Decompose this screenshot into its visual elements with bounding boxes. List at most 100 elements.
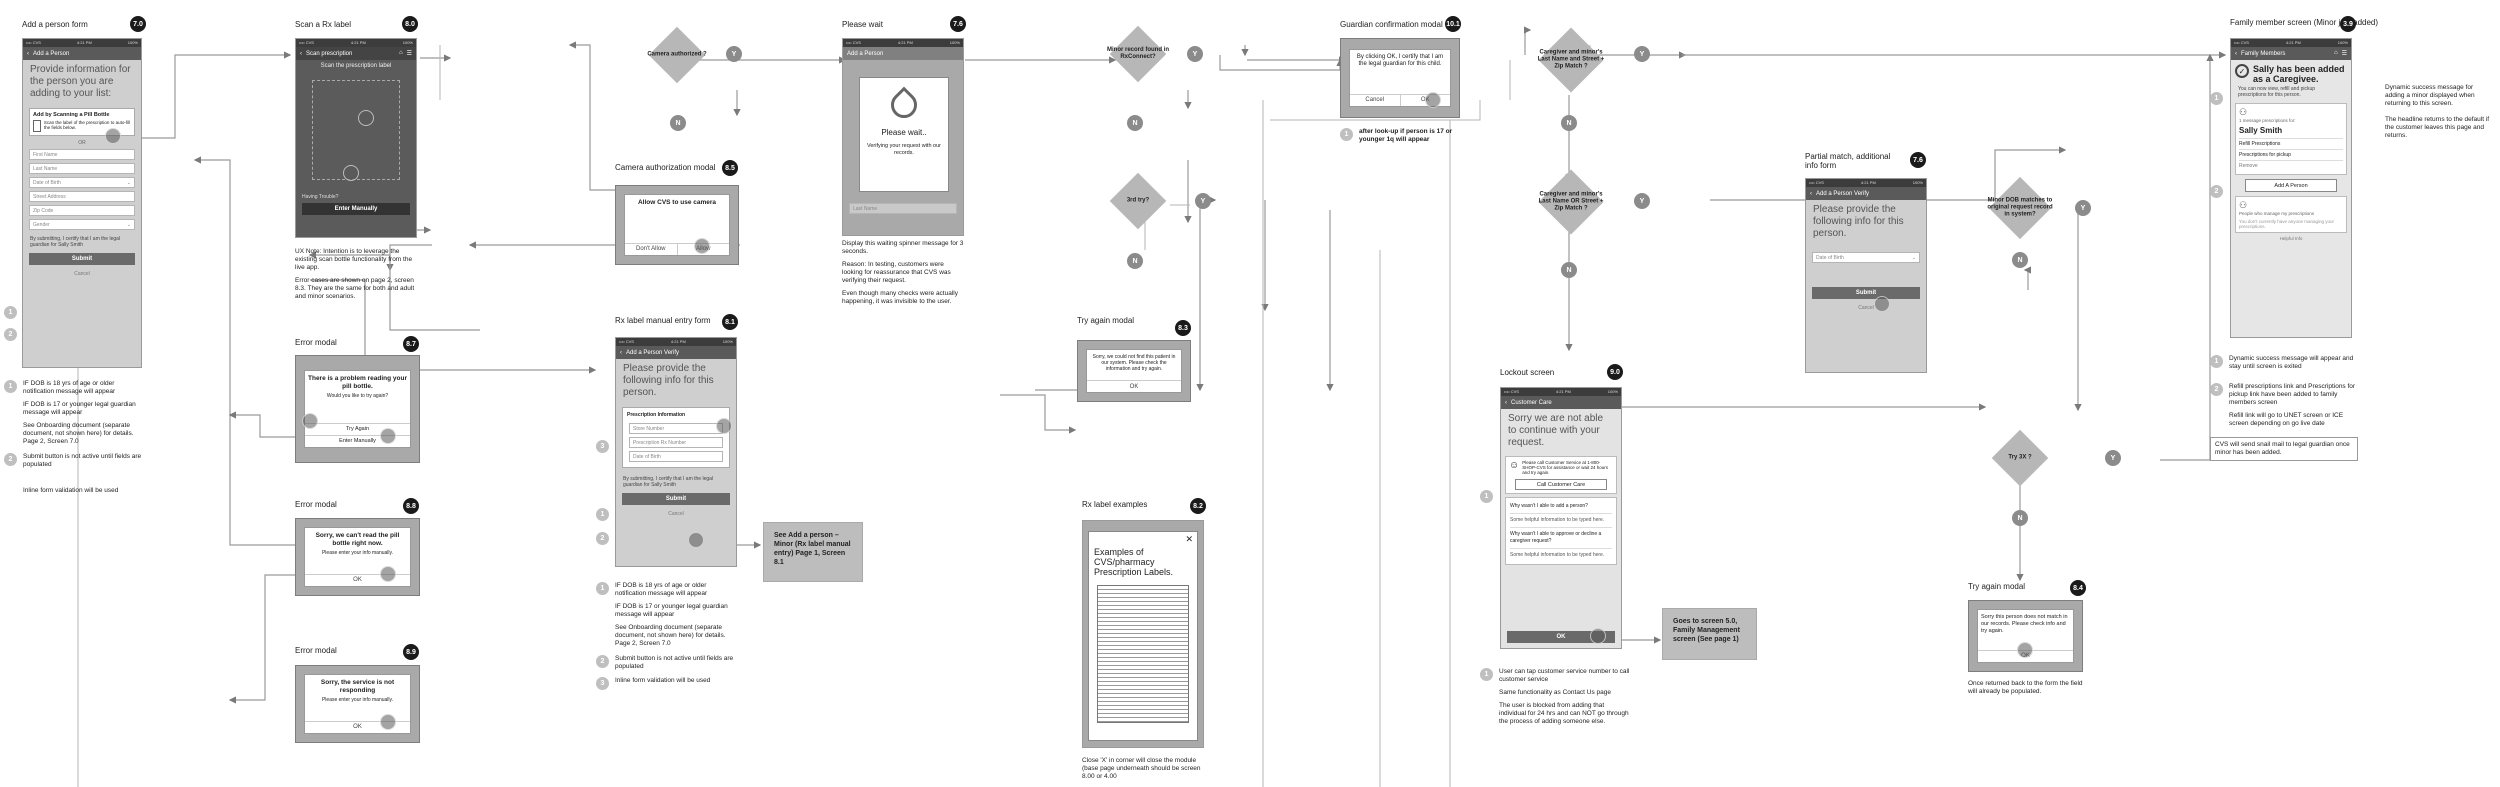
- modal-message: Sorry, we can't read the pill bottle rig…: [315, 532, 400, 547]
- screen-number-badge: 7.6: [1910, 152, 1926, 168]
- yes-marker: Y: [1634, 46, 1650, 62]
- note-text: Refill link will go to UNET screen or IC…: [2229, 412, 2344, 427]
- try-again-modal: Sorry, we could not find this patient in…: [1077, 340, 1191, 402]
- add-person-button[interactable]: Add A Person: [2245, 179, 2337, 192]
- faq-answer: Some helpful information to be typed her…: [1510, 552, 1605, 558]
- deny-button[interactable]: Don't Allow: [636, 246, 666, 252]
- note-text: User can tap customer service number to …: [1499, 668, 1630, 683]
- back-arrow-icon[interactable]: ‹: [1505, 399, 1507, 406]
- back-arrow-icon[interactable]: ‹: [300, 50, 302, 57]
- back-arrow-icon[interactable]: ‹: [1810, 190, 1812, 197]
- gender-field[interactable]: Gender⌄: [29, 219, 135, 230]
- callout-1: 1: [2210, 92, 2223, 105]
- agent-icon: ☺: [1509, 460, 1520, 471]
- screen-number-badge: 8.2: [1190, 498, 1206, 514]
- callout-2: 2: [2210, 185, 2223, 198]
- remove-link[interactable]: Remove: [2239, 160, 2343, 171]
- menu-icon[interactable]: ☰: [406, 51, 412, 57]
- ok-button[interactable]: OK: [353, 724, 362, 730]
- screen-title: Scan a Rx label: [295, 20, 352, 29]
- home-icon[interactable]: ⌂: [2333, 50, 2338, 56]
- screen-title: Family member screen (Minor just added): [2230, 18, 2379, 27]
- tap-hotspot: [343, 165, 359, 181]
- cancel-button[interactable]: Cancel: [1365, 97, 1385, 103]
- label-sample-image: [1097, 585, 1189, 723]
- first-name-field[interactable]: First Name: [29, 149, 135, 160]
- menu-icon[interactable]: ☰: [2341, 51, 2347, 57]
- street-field[interactable]: Street Address: [29, 191, 135, 202]
- no-marker: N: [670, 115, 686, 131]
- decision-try-three-times: Try 3X ?: [1985, 429, 2055, 487]
- dob-field[interactable]: Date of Birth⌄: [1812, 252, 1920, 263]
- yes-marker: Y: [2105, 450, 2121, 466]
- note-text: IF DOB is 17 or younger legal guardian m…: [23, 401, 136, 416]
- submit-button[interactable]: Submit: [622, 493, 730, 505]
- screen-number-badge: 8.0: [402, 16, 418, 32]
- screen-number-badge: 3.9: [2340, 16, 2356, 32]
- submit-button[interactable]: Submit: [29, 253, 135, 265]
- note-text: The headline returns to the default if t…: [2385, 116, 2490, 139]
- cancel-link[interactable]: Cancel: [1858, 305, 1874, 311]
- screen-number-badge: 9.0: [1607, 364, 1623, 380]
- dob-field[interactable]: Date of Birth: [629, 451, 723, 462]
- faq-question[interactable]: Why wasn't I able to approve or decline …: [1510, 527, 1612, 549]
- callout-2: 2: [596, 532, 609, 545]
- faq-question[interactable]: Why wasn't I able to add a person?: [1510, 500, 1612, 514]
- scan-card-text: Scan the label of the prescription to au…: [43, 120, 131, 130]
- try-again-button[interactable]: Try Again: [305, 423, 410, 435]
- ok-button[interactable]: OK: [1507, 631, 1615, 643]
- cancel-link[interactable]: Cancel: [668, 511, 684, 517]
- last-name-field[interactable]: Last Name: [29, 163, 135, 174]
- no-marker: N: [2012, 510, 2028, 526]
- guardian-confirmation-modal: By clicking OK, I certify that I am the …: [1340, 38, 1460, 118]
- enter-manually-button[interactable]: Enter Manually: [305, 435, 410, 447]
- close-icon[interactable]: ✕: [1185, 534, 1193, 544]
- helpful-info-link[interactable]: Helpful Info: [2279, 236, 2303, 241]
- nav-title: Family Members: [2241, 50, 2286, 57]
- call-customer-care-button[interactable]: Call Customer Care: [1515, 479, 1607, 490]
- tap-hotspot: [380, 428, 396, 444]
- pickup-link[interactable]: Prescriptions for pickup: [2239, 149, 2343, 160]
- home-icon[interactable]: ⌂: [398, 50, 403, 56]
- phone-rx-label-examples: ✕ Examples of CVS/pharmacy Prescription …: [1082, 520, 1204, 748]
- enter-manually-button[interactable]: Enter Manually: [302, 203, 410, 215]
- section-title: Prescription Information: [627, 412, 686, 418]
- note-text: The user is blocked from adding that ind…: [1499, 702, 1629, 725]
- dob-placeholder: Date of Birth: [33, 180, 61, 186]
- dob-field[interactable]: Date of Birth⌄: [29, 177, 135, 188]
- no-marker: N: [1561, 262, 1577, 278]
- zip-field[interactable]: Zip Code: [29, 205, 135, 216]
- notes-8-0: UX Note: Intention is to leverage the ex…: [295, 248, 415, 306]
- back-arrow-icon[interactable]: ‹: [2235, 50, 2237, 57]
- note-text: Refill prescriptions link and Prescripti…: [2229, 383, 2356, 406]
- screen-number-badge: 8.5: [722, 160, 738, 176]
- back-arrow-icon[interactable]: ‹: [620, 349, 622, 356]
- store-number-field[interactable]: Store Number: [629, 423, 723, 434]
- screen-title: Try again modal: [1968, 582, 2026, 591]
- nav-title: Scan prescription: [306, 50, 353, 57]
- cancel-link[interactable]: Cancel: [74, 271, 90, 277]
- ok-button[interactable]: OK: [1129, 383, 1139, 390]
- note-text: Submit button is not active until fields…: [615, 655, 734, 670]
- member-name: Sally Smith: [2239, 126, 2283, 135]
- nav-bar: ‹Add a Person Verify: [1806, 187, 1926, 200]
- back-arrow-icon[interactable]: ‹: [27, 50, 29, 57]
- heart-icon: [885, 86, 923, 124]
- examples-heading: Examples of CVS/pharmacy Prescription La…: [1094, 547, 1174, 577]
- nav-bar: ‹ Scan prescription ⌂☰: [296, 47, 416, 60]
- ok-button[interactable]: OK: [353, 577, 362, 583]
- nav-bar: ‹ Family Members ⌂☰: [2231, 47, 2351, 60]
- yes-marker: Y: [1195, 193, 1211, 209]
- rx-number-field[interactable]: Prescription Rx Number: [629, 437, 723, 448]
- submit-button[interactable]: Submit: [1812, 287, 1920, 299]
- refill-link[interactable]: Refill Prescriptions: [2239, 138, 2343, 149]
